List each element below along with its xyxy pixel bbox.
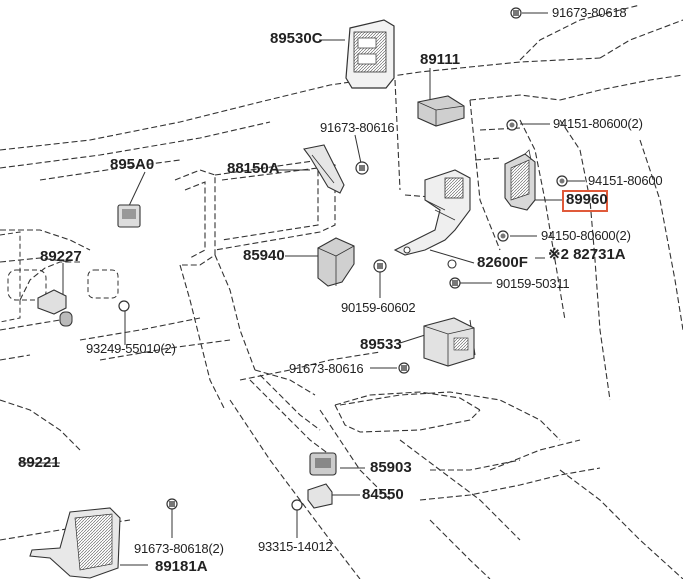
bracket-icon: [29, 507, 121, 579]
selected-part-highlight: [562, 190, 608, 212]
bolt-icon: [291, 499, 303, 511]
part-label-94151-80600[interactable]: 94151-80600: [588, 173, 663, 188]
sensor-icon: [317, 237, 355, 287]
part-label-94151-80600-2[interactable]: 94151-80600(2): [553, 116, 643, 131]
part-label-89221[interactable]: 89221: [18, 454, 60, 471]
bolt-icon: [398, 362, 410, 374]
part-label-82731A[interactable]: ※2 82731A: [548, 246, 626, 263]
bolt-icon: [355, 161, 369, 175]
part-label-91673-80618-2[interactable]: 91673-80618(2): [134, 541, 224, 556]
part-label-85940[interactable]: 85940: [243, 247, 285, 264]
part-label-93315-14012[interactable]: 93315-14012: [258, 539, 333, 554]
bolt-icon: [506, 119, 518, 131]
bolt-icon: [556, 175, 568, 187]
part-label-93249-55010-2[interactable]: 93249-55010(2): [86, 341, 176, 356]
sensor-icon: [417, 95, 465, 127]
sensor-icon: [309, 452, 337, 476]
dashboard-outline: [0, 4, 683, 579]
part-label-90159-50311[interactable]: 90159-50311: [496, 276, 570, 291]
part-label-85903[interactable]: 85903: [370, 459, 412, 476]
bracket-icon: [303, 144, 345, 194]
airbag-ecu-icon: [345, 19, 395, 89]
airbag-ecu-icon: [504, 149, 536, 211]
part-label-84550[interactable]: 84550: [362, 486, 404, 503]
part-label-89960[interactable]: 89960: [566, 191, 608, 208]
bolt-icon: [118, 300, 130, 312]
part-label-88150A[interactable]: 88150A: [227, 160, 280, 177]
sensor-icon: [307, 483, 333, 509]
sensor-icon: [117, 204, 141, 228]
part-label-89533[interactable]: 89533: [360, 336, 402, 353]
bolt-icon: [373, 259, 387, 273]
bolt-icon: [510, 7, 522, 19]
part-label-82600F[interactable]: 82600F: [477, 254, 528, 271]
bracket-icon: [393, 169, 471, 256]
left-vents: [0, 231, 119, 323]
bolt-icon: [166, 498, 178, 510]
part-label-89111[interactable]: 89111: [420, 51, 461, 68]
part-label-94150-80600-2[interactable]: 94150-80600(2): [541, 228, 631, 243]
sensor-icon: [37, 289, 73, 327]
part-label-89181A[interactable]: 89181A: [155, 558, 208, 575]
bolt-icon: [497, 230, 509, 242]
part-label-91673-80616-a[interactable]: 91673-80616: [320, 120, 395, 135]
bolt-icon: [449, 277, 461, 289]
part-label-90159-60602[interactable]: 90159-60602: [341, 300, 416, 315]
part-label-895A0[interactable]: 895A0: [110, 156, 155, 173]
sensor-icon: [423, 317, 475, 367]
part-label-89530C[interactable]: 89530C: [270, 30, 323, 47]
part-label-89227[interactable]: 89227: [40, 248, 82, 265]
bolt-icon: [447, 259, 457, 269]
part-label-91673-80616-b[interactable]: 91673-80616: [289, 361, 364, 376]
part-label-91673-80618-top[interactable]: 91673-80618: [552, 5, 627, 20]
